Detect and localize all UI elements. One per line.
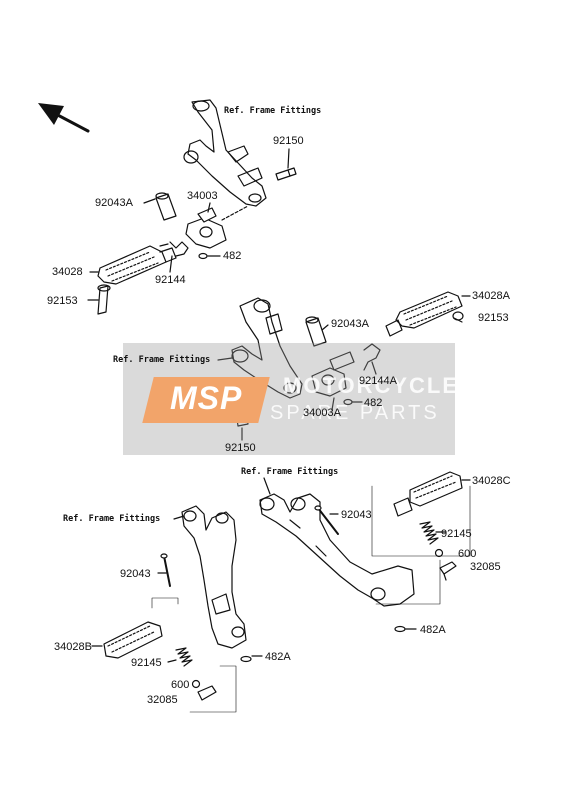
label-34028A: 34028A [472, 290, 510, 302]
watermark-word-motorcycle: MOTORCYCLE [283, 373, 460, 398]
label-482-top: 482 [223, 250, 242, 262]
label-92153-left: 92153 [47, 295, 78, 307]
pin-92153-left [97, 284, 111, 315]
label-92144: 92144 [155, 274, 186, 286]
pin-92153-right [452, 311, 464, 323]
bracket-bottom-right [259, 493, 415, 607]
plate-32085-right [439, 561, 457, 581]
label-600-left: 600 [171, 679, 190, 691]
pin-92043-right [314, 505, 339, 535]
label-92043-right: 92043 [341, 509, 372, 521]
spring-92144A [363, 343, 381, 371]
spring-92144 [159, 241, 189, 257]
watermark-word-spare-parts: SPARE PARTS [270, 402, 440, 424]
label-600-right: 600 [458, 548, 477, 560]
footpeg-holder-34003A [311, 351, 355, 397]
footpeg-34028A [385, 291, 463, 337]
pin-92043A-top [155, 192, 177, 221]
label-482-mid: 482 [364, 397, 383, 409]
footpeg-holder-34003 [185, 207, 227, 249]
spring-92145-right [419, 521, 439, 545]
ref-frame-fittings-mid: Ref. Frame Fittings [113, 355, 211, 365]
ref-frame-fittings-top: Ref. Frame Fittings [224, 106, 322, 116]
label-92043-left: 92043 [120, 568, 151, 580]
label-34028: 34028 [52, 266, 83, 278]
watermark-logo-text: MSP [170, 380, 243, 416]
footpeg-34028 [97, 245, 177, 285]
label-32085-right: 32085 [470, 561, 501, 573]
spring-92145-left [175, 647, 193, 667]
label-34028B: 34028B [54, 641, 92, 653]
bracket-middle [231, 297, 303, 399]
label-34003A: 34003A [303, 407, 341, 419]
bracket-bottom-left [181, 505, 247, 649]
footpeg-34028B [103, 621, 163, 659]
label-92043A-top: 92043A [95, 197, 133, 209]
label-34028C: 34028C [472, 475, 511, 487]
label-92145-right: 92145 [441, 528, 472, 540]
bolt-92150-top [275, 167, 297, 181]
pin-92043-left [160, 553, 171, 587]
bracket-top-left [183, 99, 267, 207]
label-482A-left: 482A [265, 651, 291, 663]
label-482A-right: 482A [420, 624, 446, 636]
footpeg-34028C [393, 471, 463, 517]
pin-92043A-mid [305, 316, 327, 347]
label-34003: 34003 [187, 190, 218, 202]
label-92043A-mid: 92043A [331, 318, 369, 330]
label-92144A: 92144A [359, 375, 397, 387]
ref-frame-fittings-bottom-left: Ref. Frame Fittings [63, 514, 161, 524]
label-92153-right: 92153 [478, 312, 509, 324]
direction-arrow-icon [38, 103, 90, 133]
label-92150-top: 92150 [273, 135, 304, 147]
plate-32085-left [197, 685, 217, 701]
label-92150-mid: 92150 [225, 442, 256, 454]
label-92145-left: 92145 [131, 657, 162, 669]
label-32085-left: 32085 [147, 694, 178, 706]
ref-frame-fittings-bottom-right: Ref. Frame Fittings [241, 467, 339, 477]
